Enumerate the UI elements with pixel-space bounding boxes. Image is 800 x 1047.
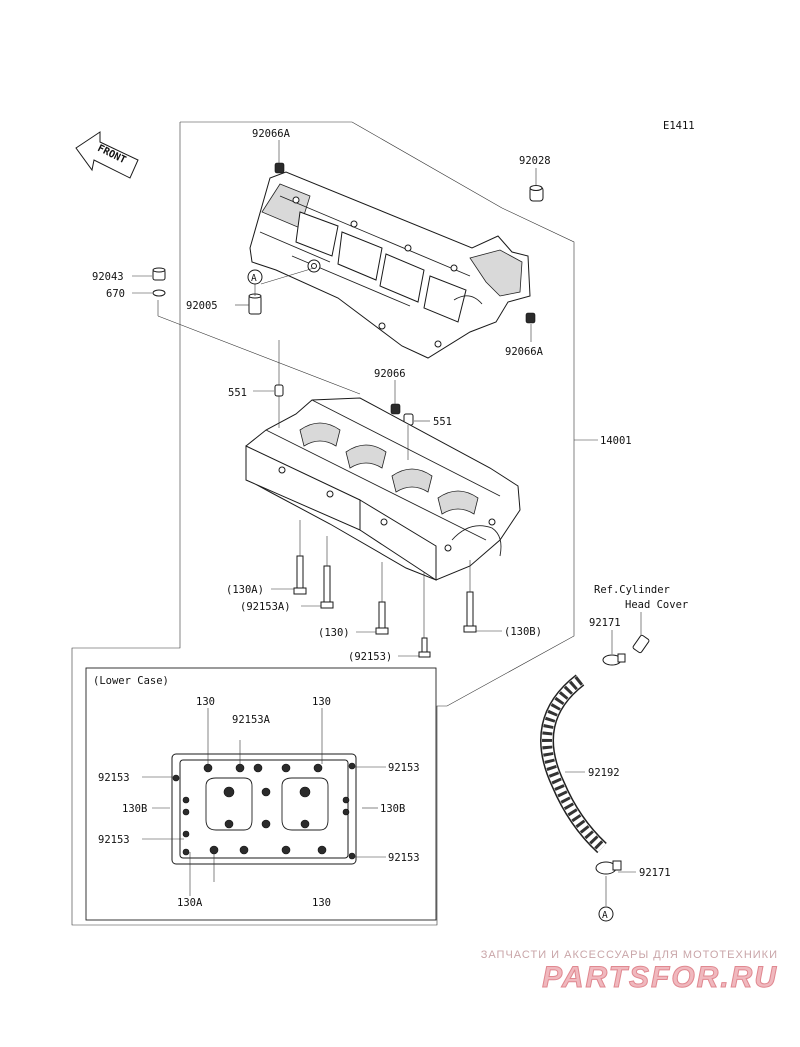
- plug-92066A-top: [274, 162, 285, 174]
- reference-marker-a-lower: A: [598, 906, 614, 922]
- assembly-bracket-14001: [71, 121, 598, 926]
- callout-92066A-bottom: 92066A: [505, 346, 544, 358]
- fitting-92028: [529, 185, 544, 202]
- callout-551-right: 551: [433, 416, 452, 428]
- inset-callout-130B-left: 130B: [122, 803, 147, 815]
- bolt-130B: [463, 591, 477, 633]
- inset-title: (Lower Case): [93, 675, 169, 687]
- callout-92153A-upper: (92153A): [240, 601, 291, 613]
- dowel-92005: [248, 293, 262, 315]
- inset-callout-130-top-right: 130: [312, 696, 331, 708]
- callout-551-left: 551: [228, 387, 247, 399]
- inset-callout-92153-left-2: 92153: [98, 834, 130, 846]
- callout-670: 670: [106, 288, 125, 300]
- inset-callout-130-top-left: 130: [196, 696, 215, 708]
- callout-14001: 14001: [600, 435, 632, 447]
- callout-92028: 92028: [519, 155, 551, 167]
- inset-callout-92153-left-1: 92153: [98, 772, 130, 784]
- inset-callout-130B-right: 130B: [380, 803, 405, 815]
- cap-92043: [152, 267, 166, 281]
- callout-92171-bottom: 92171: [639, 867, 671, 879]
- clamp-92171-bottom: [595, 860, 622, 875]
- plug-92066A-bottom: [525, 312, 536, 324]
- callout-130-upper: (130): [318, 627, 350, 639]
- lower-case-inset: (Lower Case): [85, 667, 437, 921]
- watermark: ЗАПЧАСТИ И АКСЕССУАРЫ ДЛЯ МОТОТЕХНИКИ PA…: [481, 949, 778, 995]
- leader-lines: [132, 140, 642, 906]
- diagram-code: E1411: [663, 120, 695, 132]
- callout-130B-upper: (130B): [504, 626, 542, 638]
- inset-callout-92153A: 92153A: [232, 714, 271, 726]
- callout-a-upper: A: [251, 273, 257, 284]
- callout-92005: 92005: [186, 300, 218, 312]
- callout-92043: 92043: [92, 271, 124, 283]
- lower-crankcase: [245, 397, 521, 581]
- callout-92153-upper: (92153): [348, 651, 392, 663]
- bolt-130: [375, 601, 389, 635]
- callout-92171-top: 92171: [589, 617, 621, 629]
- ref-note-line1: Ref.Cylinder: [594, 584, 670, 596]
- o-ring-670: [152, 289, 166, 297]
- upper-crankcase: [249, 171, 531, 359]
- inset-callout-92153-right-1: 92153: [388, 762, 420, 774]
- callout-92066A-top: 92066A: [252, 128, 291, 140]
- front-direction-arrow: FRONT: [75, 131, 139, 179]
- callout-a-lower: A: [602, 910, 608, 921]
- ref-cylinder-fitting: [632, 634, 650, 654]
- inset-callout-92153-right-2: 92153: [388, 852, 420, 864]
- reference-marker-a-upper: A: [247, 269, 263, 285]
- inset-callout-130-bottom: 130: [312, 897, 331, 909]
- watermark-logo: PARTSFOR.RU: [542, 961, 778, 995]
- ref-note-line2: Head Cover: [625, 599, 688, 611]
- bolt-92153A: [320, 565, 334, 609]
- inset-callout-130A-bottom: 130A: [177, 897, 203, 909]
- bolt-92153: [418, 637, 431, 658]
- dowel-551-left: [274, 384, 284, 397]
- plug-92066-mid: [390, 403, 401, 415]
- callout-92066-mid: 92066: [374, 368, 406, 380]
- bolt-130A: [293, 555, 307, 595]
- hose-92192: [540, 674, 607, 854]
- callout-130A-upper: (130A): [226, 584, 264, 596]
- callout-92192: 92192: [588, 767, 620, 779]
- watermark-tagline: ЗАПЧАСТИ И АКСЕССУАРЫ ДЛЯ МОТОТЕХНИКИ: [480, 949, 778, 961]
- clamp-92171-top: [602, 653, 626, 666]
